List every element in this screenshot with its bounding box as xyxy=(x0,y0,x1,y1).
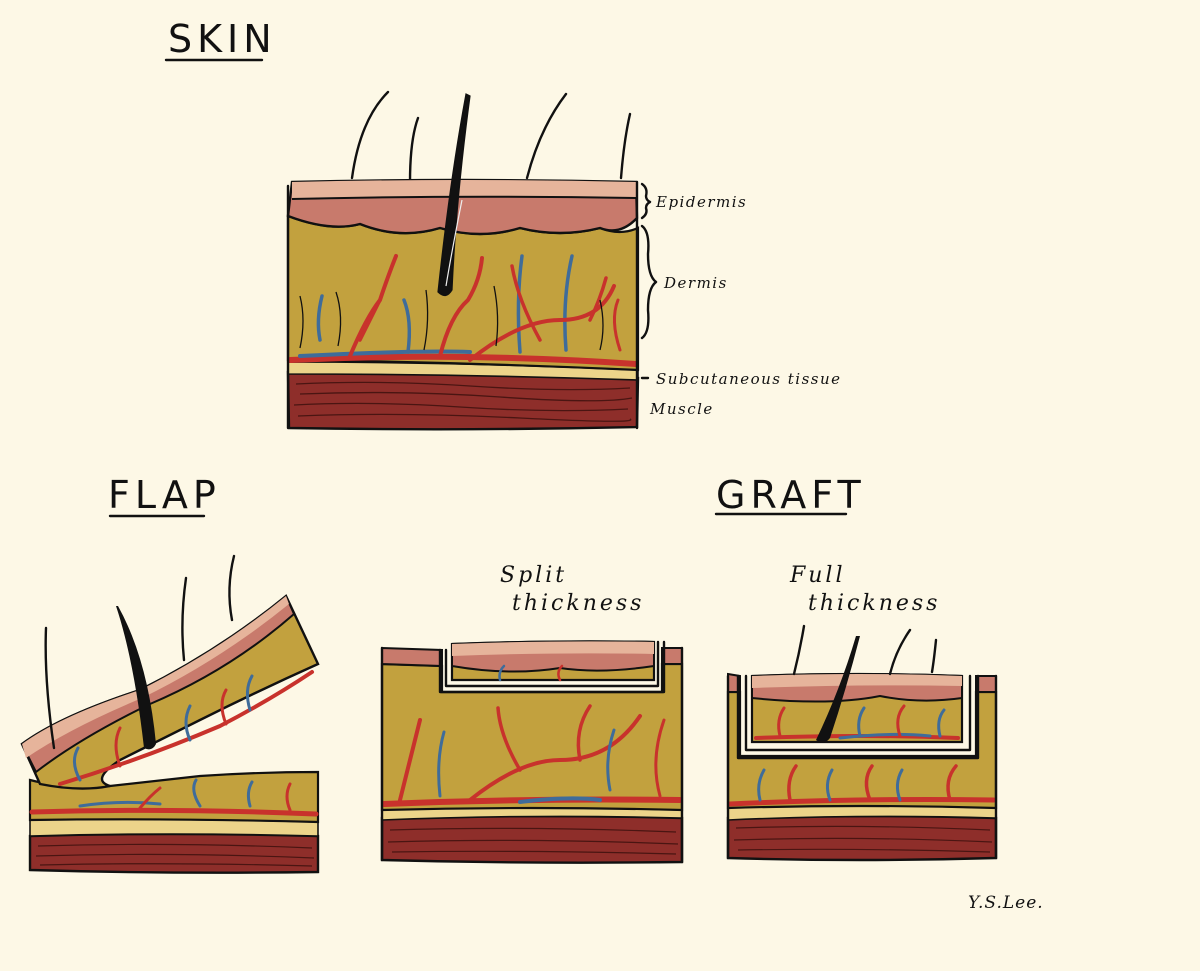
skin-hairs xyxy=(350,90,632,184)
flap-diagram xyxy=(20,554,320,874)
full-hair-follicle xyxy=(816,636,860,743)
dermis-label: Dermis xyxy=(663,274,728,292)
skin-title: SKIN xyxy=(168,17,277,61)
full-thickness-graft xyxy=(726,624,998,862)
split-thickness-label-line2: thickness xyxy=(512,591,644,616)
muscle-label: Muscle xyxy=(649,400,714,418)
full-thickness-label-line1: Full xyxy=(789,563,846,588)
full-thickness-label-line2: thickness xyxy=(808,591,940,616)
skin-blood-vessels xyxy=(288,254,638,367)
epidermis-label: Epidermis xyxy=(655,193,747,211)
artist-signature: Y.S.Lee. xyxy=(968,893,1044,913)
flap-muscle-layer xyxy=(28,832,320,874)
skin-hair-follicle xyxy=(437,93,471,297)
skin-cross-section xyxy=(286,90,640,431)
skin-layer-labels: Epidermis Dermis Subcutaneous tissue Mus… xyxy=(640,182,842,418)
subcutaneous-label: Subcutaneous tissue xyxy=(656,370,842,388)
flap-hair-follicle xyxy=(116,606,156,750)
skin-muscle-fibers xyxy=(293,381,633,422)
split-muscle-layer xyxy=(380,814,684,864)
skin-dermis-layer xyxy=(286,214,640,372)
flap-title: FLAP xyxy=(108,473,221,517)
split-thickness-graft xyxy=(380,640,684,864)
graft-title: GRAFT xyxy=(716,473,866,517)
split-thickness-label-line1: Split xyxy=(500,563,567,588)
